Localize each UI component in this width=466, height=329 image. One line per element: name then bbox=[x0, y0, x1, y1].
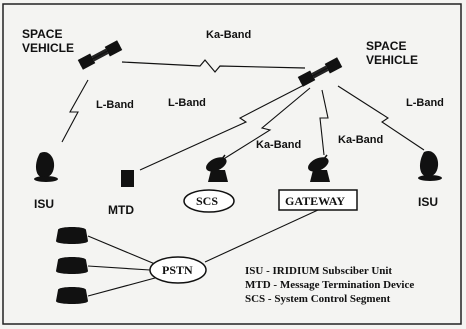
isu-left-handset-icon bbox=[34, 151, 58, 182]
legend-scs: SCS - System Control Segment bbox=[245, 293, 391, 305]
ka-band-gateway-label: Ka-Band bbox=[338, 134, 383, 146]
diagram-border bbox=[2, 3, 462, 325]
scs-ellipse bbox=[183, 189, 235, 213]
isu-right-label: ISU bbox=[418, 195, 438, 209]
isu-right-handset-icon bbox=[418, 150, 442, 181]
l-band-link-right bbox=[337, 85, 425, 151]
phone-1-line bbox=[87, 235, 156, 265]
legend-mtd: MTD - Message Termination Device bbox=[245, 279, 414, 291]
space-vehicle-right-label-line1: SPACE bbox=[366, 39, 406, 53]
l-band-right-label: L-Band bbox=[406, 97, 444, 109]
l-band-mid-label: L-Band bbox=[168, 97, 206, 109]
isu-left-label: ISU bbox=[34, 197, 54, 211]
space-vehicle-left-label-line2: VEHICLE bbox=[22, 41, 74, 55]
ka-band-link-gateway bbox=[319, 89, 329, 156]
phone-3-line bbox=[87, 277, 156, 297]
phone-3-icon bbox=[56, 287, 88, 304]
space-vehicle-left-label-line1: SPACE bbox=[22, 27, 62, 41]
gateway-pstn-line bbox=[204, 209, 319, 263]
mtd-device-icon bbox=[121, 170, 134, 187]
gateway-label: GATEWAY bbox=[285, 194, 345, 208]
l-band-link-left bbox=[61, 79, 89, 143]
l-band-left-label: L-Band bbox=[96, 99, 134, 111]
ka-band-link-scs bbox=[221, 87, 311, 161]
pstn-ellipse bbox=[149, 256, 207, 284]
space-vehicle-right-label-line2: VEHICLE bbox=[366, 53, 418, 67]
ka-band-top-label: Ka-Band bbox=[206, 29, 251, 41]
gateway-dish-icon bbox=[305, 153, 332, 183]
ka-band-scs-label: Ka-Band bbox=[256, 139, 301, 151]
l-band-link-mtd bbox=[139, 83, 307, 171]
satellite-right-icon bbox=[297, 56, 343, 88]
phone-2-line bbox=[87, 265, 151, 271]
mtd-label: MTD bbox=[108, 203, 134, 217]
satellite-left-icon bbox=[77, 39, 123, 71]
legend-isu: ISU - IRIDIUM Subsciber Unit bbox=[245, 265, 392, 277]
scs-dish-icon bbox=[203, 153, 230, 183]
phone-2-icon bbox=[56, 257, 88, 274]
phone-1-icon bbox=[56, 227, 88, 244]
pstn-label: PSTN bbox=[162, 263, 193, 277]
ka-band-crosslink bbox=[121, 59, 306, 73]
scs-label: SCS bbox=[196, 194, 218, 208]
